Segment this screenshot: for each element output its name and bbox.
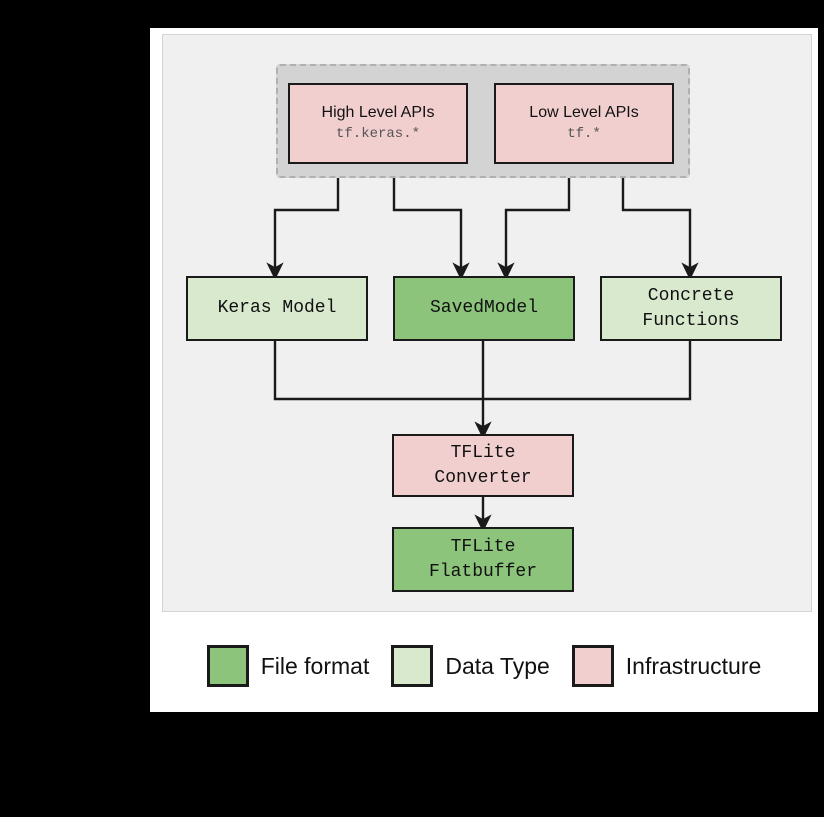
legend-swatch-infrastructure [571,645,614,687]
figure-card: High Level APIs tf.keras.* Low Level API… [150,28,818,712]
legend-label-infrastructure: Infrastructure [625,652,762,679]
legend-entry-infrastructure: Infrastructure [571,645,762,687]
node-low-level-apis[interactable]: Low Level APIs tf.* [494,83,674,164]
node-high-level-apis[interactable]: High Level APIs tf.keras.* [288,83,468,164]
node-saved-model[interactable]: SavedModel [393,276,575,341]
node-saved-model-label: SavedModel [429,298,539,319]
legend: File format Data Type Infrastructure [150,620,818,712]
node-tflite-converter[interactable]: TFLite Converter [392,434,574,497]
legend-swatch-data-type [391,645,434,687]
node-high-level-apis-subtitle: tf.keras.* [335,126,420,143]
legend-label-data-type: Data Type [445,652,550,679]
node-high-level-apis-title: High Level APIs [321,104,435,122]
node-concrete-functions-label: Concrete Functions [642,286,740,331]
node-low-level-apis-title: Low Level APIs [529,104,639,122]
node-tflite-flatbuffer[interactable]: TFLite Flatbuffer [392,527,574,592]
legend-label-file-format: File format [260,652,370,679]
legend-entry-file-format: File format [206,645,370,687]
legend-entry-data-type: Data Type [391,645,550,687]
node-low-level-apis-subtitle: tf.* [567,126,601,143]
node-tflite-converter-label: TFLite Converter [434,443,532,488]
legend-swatch-file-format [206,645,249,687]
node-concrete-functions[interactable]: Concrete Functions [600,276,782,341]
node-keras-model[interactable]: Keras Model [186,276,368,341]
node-keras-model-label: Keras Model [217,298,337,319]
node-tflite-flatbuffer-label: TFLite Flatbuffer [428,537,538,582]
